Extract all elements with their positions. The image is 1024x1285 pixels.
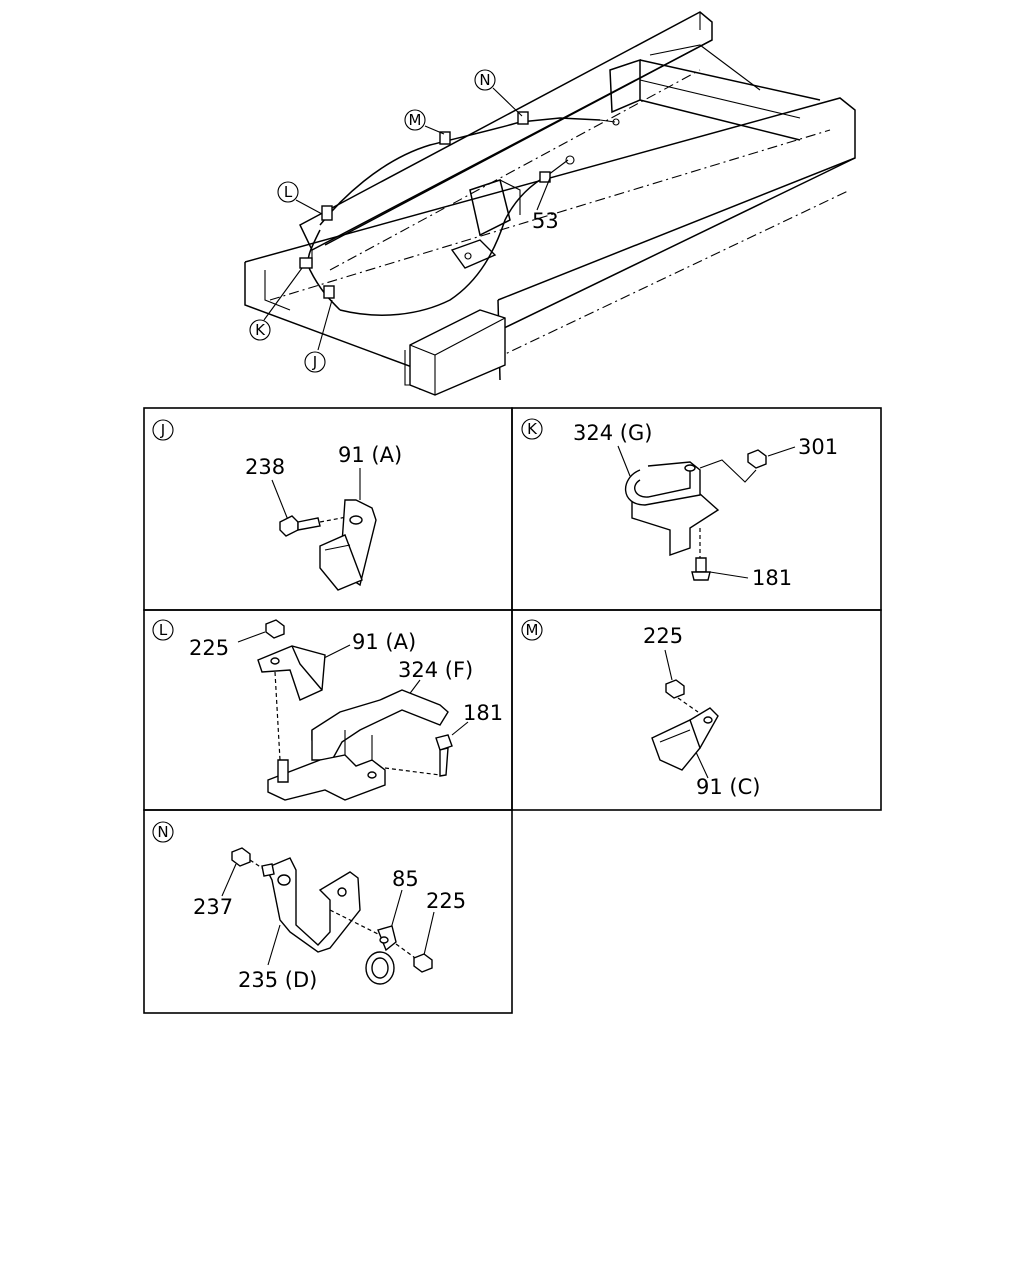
callout-J[interactable]: J xyxy=(304,351,326,373)
label-91A: 91 (A) xyxy=(338,443,402,467)
svg-text:M: M xyxy=(409,111,422,129)
svg-text:J: J xyxy=(160,421,165,439)
label-301: 301 xyxy=(798,435,838,459)
panel-L: L 225 91 (A) 324 (F) 181 xyxy=(152,619,503,801)
label-181: 181 xyxy=(752,566,792,590)
clip-91C xyxy=(651,707,719,771)
nut-237 xyxy=(231,847,251,867)
label-324F: 324 (F) xyxy=(398,658,473,682)
callout-L[interactable]: L xyxy=(277,181,299,203)
clip-91A xyxy=(319,499,377,591)
panel-K: K 324 (G) 301 181 xyxy=(521,418,838,590)
bolt-N xyxy=(261,863,275,877)
overview-leader-lines xyxy=(263,87,551,351)
panel-N: N 237 85 225 235 (D) xyxy=(152,821,466,992)
callout-K[interactable]: K xyxy=(249,319,271,341)
svg-text:N: N xyxy=(157,823,168,841)
label-235D: 235 (D) xyxy=(238,968,317,992)
bracket-324G xyxy=(624,461,720,556)
label-91C: 91 (C) xyxy=(696,775,760,799)
label-225: 225 xyxy=(189,636,229,660)
svg-text:L: L xyxy=(159,621,168,639)
part-label-53: 53 xyxy=(532,209,559,233)
label-225-M: 225 xyxy=(643,624,683,648)
svg-text:L: L xyxy=(284,183,293,201)
clamp-85 xyxy=(365,925,397,985)
callout-M[interactable]: M xyxy=(404,109,426,131)
label-85: 85 xyxy=(392,867,419,891)
bolt-181 xyxy=(691,557,711,581)
nut-225-N xyxy=(413,953,433,973)
chassis-frame-overview xyxy=(244,11,856,396)
nut-225-L xyxy=(265,619,285,639)
label-181-L: 181 xyxy=(463,701,503,725)
bolt-238 xyxy=(279,515,321,537)
label-225-N: 225 xyxy=(426,889,466,913)
callout-N[interactable]: N xyxy=(474,69,496,91)
detail-grid xyxy=(143,407,882,1014)
bolt-181-L xyxy=(435,734,453,777)
bracket-235D xyxy=(265,857,361,953)
nut-225-M xyxy=(665,679,685,699)
svg-text:J: J xyxy=(312,353,317,371)
label-91A-L: 91 (A) xyxy=(352,630,416,654)
bolt-181-L-stud xyxy=(277,759,289,783)
bracket-324F xyxy=(267,689,449,801)
svg-text:N: N xyxy=(479,71,490,89)
label-238: 238 xyxy=(245,455,285,479)
svg-text:K: K xyxy=(255,321,266,339)
clip-91A-L xyxy=(257,645,326,701)
label-324G: 324 (G) xyxy=(573,421,652,445)
panel-M: M 225 91 (C) xyxy=(521,619,760,799)
nut-301 xyxy=(747,449,767,469)
svg-text:K: K xyxy=(527,420,538,438)
panel-J: J 238 91 (A) xyxy=(152,419,402,591)
svg-text:M: M xyxy=(526,621,539,639)
label-237: 237 xyxy=(193,895,233,919)
